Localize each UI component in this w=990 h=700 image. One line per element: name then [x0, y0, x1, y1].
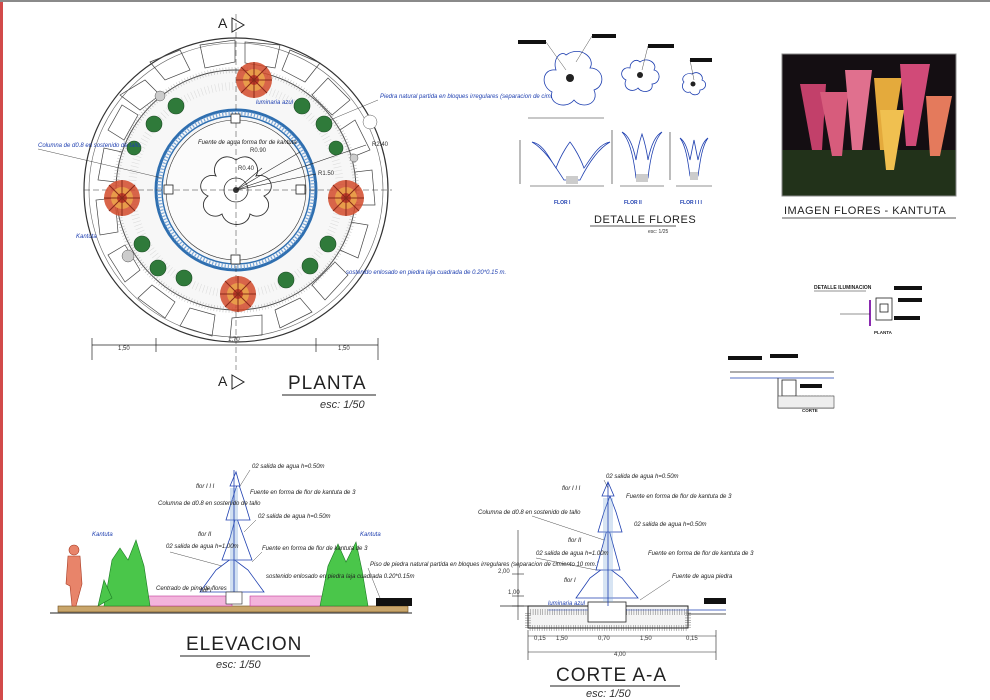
corte-scale: esc: 1/50: [586, 688, 632, 700]
kantuta-photo: IMAGEN FLORES - KANTUTA: [781, 53, 957, 219]
green-shrubs: [126, 97, 344, 289]
flor-label-2: FLOR II: [624, 200, 642, 206]
detalle-flores: FLOR I FLOR II FLOR I I I DETALLE FLORES…: [518, 34, 712, 235]
corte-note-salida-low: 02 salida de agua h=1.00m: [536, 551, 609, 557]
kantuta-plants: [104, 62, 364, 312]
corte-drawing: 2,00 1,00 0,15 1,50 0,70 1,50 0,15 4,00 …: [478, 474, 754, 700]
planta-drawing: R0.90 R0.40 R1.50 R2.40: [37, 14, 587, 411]
detalle-flores-title: DETALLE FLORES: [594, 214, 696, 226]
corte-dim-total: 4,00: [614, 652, 626, 658]
planta-radius-3: R1.50: [318, 171, 335, 177]
elev-note-piso: Piso de piedra natural partida en bloque…: [370, 562, 598, 568]
corte-note-salida-top: 02 salida de agua h=0.50m: [606, 474, 679, 480]
corte-note-flor3: flor I I I: [562, 486, 581, 492]
iluminacion-sub: PLANTA: [874, 330, 893, 335]
corte-note-fuente-agua: Fuente de agua piedra: [672, 574, 733, 580]
corte-title: CORTE A-A: [556, 665, 667, 686]
section-marker-top: A: [218, 15, 228, 31]
elev-note-kantuta-right: Kantuta: [360, 532, 381, 538]
planta-dim-2: 1,70: [228, 337, 240, 343]
human-scale-figure: [65, 544, 83, 607]
corte-note-salida-mid: 02 salida de agua h=0.50m: [634, 522, 707, 528]
corte-dim-1: 0,15: [534, 636, 546, 642]
corte-dim-5: 0,15: [686, 636, 698, 642]
elev-note-flor1: flor I: [200, 588, 212, 594]
planta-note-stone: Piedra natural partida en bloques irregu…: [380, 94, 587, 100]
elev-note-salida-mid: 02 salida de agua h=0.50m: [258, 514, 331, 520]
planta-note-column: Columna de d0.8 en sostenido de tallo: [38, 143, 141, 149]
planta-scale: esc: 1/50: [320, 399, 366, 411]
planta-radius-4: R2.40: [372, 142, 389, 148]
corte-dim-left-2: 1,00: [508, 590, 520, 596]
corte-note-column: Columna de d0.8 en sostenido de tallo: [478, 510, 581, 516]
flor-label-1: FLOR I: [554, 200, 571, 206]
corte-note-fuente-low: Fuente en forma de flor de kantuta de 3: [648, 551, 754, 557]
planta-note-pavement: sostenido enlosado en piedra laja cuadra…: [346, 270, 506, 276]
elevacion-drawing: 02 salida de agua h=0.50m flor I I I Fue…: [50, 464, 598, 671]
planta-dim-3: 1,50: [338, 346, 350, 352]
detalle-iluminacion: DETALLE ILUMINACION PLANTA CORTE: [728, 285, 922, 413]
corte-dim-2: 1,50: [556, 636, 568, 642]
detalle-flores-scale: esc: 1/25: [648, 229, 669, 235]
corte-note-luminaria: luminaria azul: [548, 601, 586, 607]
elevacion-fountain: [199, 470, 265, 593]
corte-dim-left-1: 2,00: [498, 569, 510, 575]
kantuta-bushes: [97, 539, 369, 607]
elev-note-base: sostenido enlosado en piedra laja cuadra…: [266, 574, 414, 580]
elev-note-salida-top: 02 salida de agua h=0.50m: [252, 464, 325, 470]
elevacion-title: ELEVACION: [186, 634, 302, 655]
planta-title: PLANTA: [288, 373, 367, 394]
section-marker-bottom: A: [218, 373, 228, 389]
elevacion-scale: esc: 1/50: [216, 659, 262, 671]
flor-label-3: FLOR I I I: [680, 200, 703, 206]
sheet-border-top: [0, 0, 990, 2]
planta-radius-1: R0.90: [250, 148, 267, 154]
corte-note-flor1: flor I: [564, 578, 576, 584]
corte-note-flor2: flor II: [568, 538, 582, 544]
kantuta-photo-caption: IMAGEN FLORES - KANTUTA: [784, 205, 946, 217]
planta-note-kantuta: Kantuta: [76, 234, 97, 240]
corte-dim-4: 1,50: [640, 636, 652, 642]
elev-note-flor3: flor I I I: [196, 484, 215, 490]
elev-note-plant-base: Centrado de pino de flores: [156, 586, 227, 592]
kantuta-blossoms: [800, 64, 952, 170]
iluminacion-title: DETALLE ILUMINACION: [814, 285, 872, 291]
elev-note-fuente-low: Fuente en forma de flor de kantuta de 3: [262, 546, 368, 552]
elev-note-fuente-mid: Fuente en forma de flor de kantuta de 3: [250, 490, 356, 496]
planta-radius-2: R0.40: [238, 166, 255, 172]
iluminacion-corte: CORTE: [802, 408, 818, 413]
corte-dim-3: 0,70: [598, 636, 610, 642]
corte-note-fuente-top: Fuente en forma de flor de kantuta de 3: [626, 494, 732, 500]
planta-dim-1: 1,50: [118, 346, 130, 352]
elev-note-flor2: flor II: [198, 532, 212, 538]
planta-note-luminaria: luminaria azul: [256, 100, 294, 106]
sheet-border-left: [0, 0, 3, 700]
planta-note-fountain: Fuente de agua forma flor de kantuta: [198, 140, 297, 146]
elev-note-kantuta-left: Kantuta: [92, 532, 113, 538]
elev-note-column: Columna de d0.8 en sostenido de tallo: [158, 501, 261, 507]
elev-note-salida-low: 02 salida de agua h=1.00m: [166, 544, 239, 550]
